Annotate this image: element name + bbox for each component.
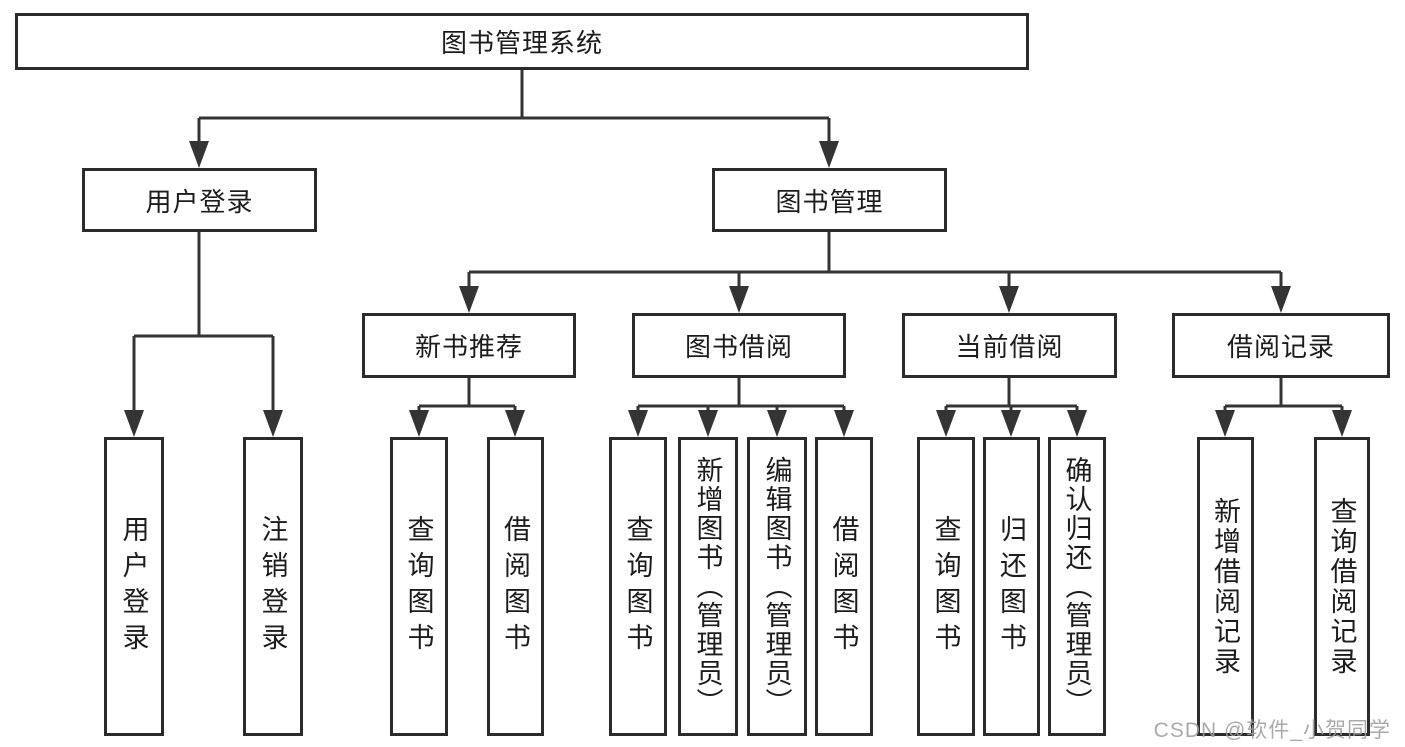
arrow-icon xyxy=(1271,286,1291,313)
node-user-login-group: 用户登录 xyxy=(82,168,317,232)
arrow-icon xyxy=(505,410,525,437)
arrow-icon xyxy=(409,410,429,437)
branch-root-to-level2 xyxy=(197,70,831,143)
leaf-confirm-return-admin: 确认归还（管理员） xyxy=(1048,437,1106,736)
branch-book-management xyxy=(467,232,1283,288)
arrow-icon xyxy=(999,286,1019,313)
branch-current-borrowing xyxy=(944,378,1079,412)
arrow-icon xyxy=(1067,410,1087,437)
leaf-add-book-admin: 新增图书（管理员） xyxy=(678,437,738,736)
node-book-management: 图书管理 xyxy=(712,168,947,232)
arrow-icon xyxy=(1215,410,1235,437)
leaf-query-borrow-record: 查询借阅记录 xyxy=(1314,437,1370,736)
leaf-add-borrow-record: 新增借阅记录 xyxy=(1197,437,1254,736)
node-library-system: 图书管理系统 xyxy=(15,13,1029,70)
leaf-query-books-recommend: 查询图书 xyxy=(390,437,448,736)
node-new-book-recommend: 新书推荐 xyxy=(362,313,576,378)
leaf-query-books-current: 查询图书 xyxy=(917,437,975,736)
arrow-icon xyxy=(936,410,956,437)
arrow-icon xyxy=(124,410,144,437)
leaf-borrow-books-borrowing: 借阅图书 xyxy=(815,437,873,736)
arrow-icon xyxy=(729,286,749,313)
arrow-icon xyxy=(628,410,648,437)
branch-book-borrowing xyxy=(636,378,846,412)
leaf-logout-login: 注销登录 xyxy=(243,437,303,736)
branch-new-book-recommend xyxy=(417,378,517,412)
arrow-icon xyxy=(263,410,283,437)
arrow-icon xyxy=(459,286,479,313)
branch-user-login-group xyxy=(132,232,275,412)
arrow-icon xyxy=(819,141,839,168)
arrowheads xyxy=(124,141,1352,437)
leaf-query-books-borrowing: 查询图书 xyxy=(609,437,667,736)
arrow-icon xyxy=(1001,410,1021,437)
leaf-return-books: 归还图书 xyxy=(983,437,1040,736)
node-borrowing-records: 借阅记录 xyxy=(1172,313,1390,378)
arrow-icon xyxy=(1332,410,1352,437)
node-current-borrowing: 当前借阅 xyxy=(902,313,1117,378)
arrow-icon xyxy=(767,410,787,437)
arrow-icon xyxy=(834,410,854,437)
arrow-icon xyxy=(189,141,209,168)
leaf-user-login: 用户登录 xyxy=(104,437,164,736)
leaf-borrow-books-recommend: 借阅图书 xyxy=(487,437,544,736)
node-book-borrowing: 图书借阅 xyxy=(632,313,846,378)
branch-borrowing-records xyxy=(1223,378,1344,412)
arrow-icon xyxy=(698,410,718,437)
leaf-edit-book-admin: 编辑图书（管理员） xyxy=(747,437,807,736)
csdn-watermark: CSDN @软件_小贺同学 xyxy=(1153,719,1391,742)
